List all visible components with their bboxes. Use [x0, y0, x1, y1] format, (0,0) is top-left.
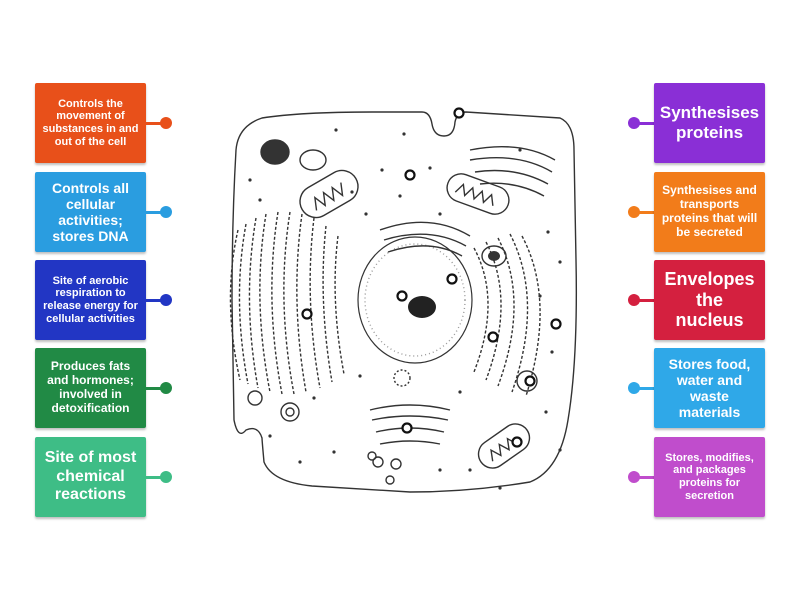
golgi-top	[469, 146, 556, 197]
lysosome	[481, 245, 507, 267]
label-text: Site of most chemical reactions	[44, 449, 137, 504]
rough-er-right	[473, 233, 541, 397]
connector-dot[interactable]	[160, 294, 172, 306]
connector-line	[634, 299, 654, 302]
connector-dot[interactable]	[160, 117, 172, 129]
connector-dot[interactable]	[160, 206, 172, 218]
connector-line	[634, 476, 654, 479]
mitochondria-group	[299, 169, 531, 469]
centriole	[393, 369, 411, 387]
drop-target-marker[interactable]	[550, 318, 562, 330]
label-text: Synthesises and transports proteins that…	[661, 183, 758, 239]
label-text: Stores, modifies, and packages proteins …	[665, 451, 754, 502]
drop-target-marker[interactable]	[396, 290, 408, 302]
drop-target-marker[interactable]	[404, 169, 416, 181]
connector-line	[634, 122, 654, 125]
label-text: Produces fats and hormones; involved in …	[47, 359, 134, 415]
golgi-mid	[379, 221, 471, 257]
connector-line	[146, 476, 166, 479]
connector-dot[interactable]	[160, 382, 172, 394]
cell-diagram	[229, 107, 578, 493]
connector-line	[146, 299, 166, 302]
label-text: Synthesises proteins	[659, 103, 760, 142]
connector-line	[634, 211, 654, 214]
connector-line	[146, 211, 166, 214]
connector-line	[146, 122, 166, 125]
label-card-ribosome[interactable]: Synthesises proteins	[654, 83, 765, 163]
golgi-bottom	[369, 404, 451, 445]
label-text: Stores food, water and waste materials	[668, 355, 751, 421]
label-text: Envelopes the nucleus	[664, 268, 755, 331]
label-card-cytoplasm[interactable]: Site of most chemical reactions	[35, 437, 146, 517]
label-card-vacuole[interactable]: Stores food, water and waste materials	[654, 348, 765, 428]
ribosome-dots	[248, 128, 562, 490]
label-text: Site of aerobic respiration to release e…	[43, 274, 138, 325]
drop-target-marker[interactable]	[487, 331, 499, 343]
vacuole	[516, 370, 538, 392]
drop-target-marker[interactable]	[446, 273, 458, 285]
label-card-smooth-er[interactable]: Produces fats and hormones; involved in …	[35, 348, 146, 428]
label-card-cell-membrane[interactable]: Controls the movement of substances in a…	[35, 83, 146, 163]
drop-target-marker[interactable]	[401, 422, 413, 434]
label-text: Controls the movement of substances in a…	[42, 97, 139, 148]
label-card-mitochondrion[interactable]: Site of aerobic respiration to release e…	[35, 260, 146, 340]
drop-target-marker[interactable]	[301, 308, 313, 320]
label-text: Controls all cellular activities; stores…	[51, 179, 129, 245]
label-card-golgi[interactable]: Stores, modifies, and packages proteins …	[654, 437, 765, 517]
label-card-nuclear-envelope[interactable]: Envelopes the nucleus	[654, 260, 765, 340]
drop-target-marker[interactable]	[524, 375, 536, 387]
drop-target-marker[interactable]	[511, 436, 523, 448]
connector-line	[634, 387, 654, 390]
connector-line	[146, 387, 166, 390]
connector-dot[interactable]	[160, 471, 172, 483]
lysosome	[260, 139, 290, 165]
drop-target-marker[interactable]	[453, 107, 465, 119]
label-card-rough-er[interactable]: Synthesises and transports proteins that…	[654, 172, 765, 252]
label-card-nucleus[interactable]: Controls all cellular activities; stores…	[35, 172, 146, 252]
cell-membrane-outline	[231, 111, 578, 493]
nucleus-inner	[364, 243, 466, 357]
rough-er-left	[229, 211, 345, 395]
vesicle	[299, 149, 327, 171]
nucleus-envelope	[357, 236, 473, 364]
nucleolus	[408, 296, 436, 318]
